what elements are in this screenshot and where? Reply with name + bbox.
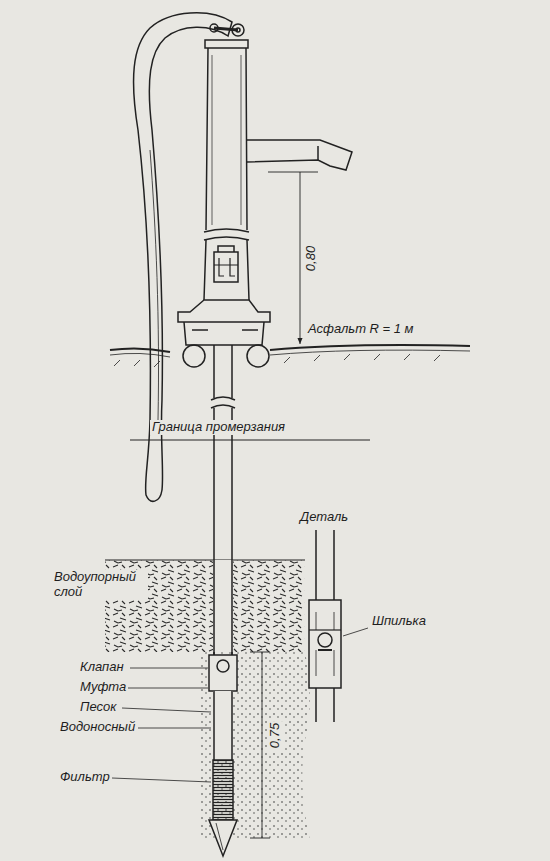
frost-line-label: Граница промерзания	[150, 420, 287, 435]
part-label: Шпилька	[370, 614, 428, 629]
layer-label: Водоносный	[58, 720, 137, 735]
surface-label: Асфальт R = 1 м	[306, 322, 416, 337]
layer-label: Песок	[78, 700, 118, 715]
part-label: Фильтр	[58, 770, 112, 785]
dimension-label: 0,75	[269, 720, 284, 749]
dimension-label: 0,80	[305, 243, 320, 272]
part-label: Муфта	[78, 680, 128, 695]
part-label: Клапан	[78, 660, 126, 675]
layer-label: Водоупорный слой	[52, 570, 148, 600]
detail-title: Деталь	[298, 510, 350, 525]
